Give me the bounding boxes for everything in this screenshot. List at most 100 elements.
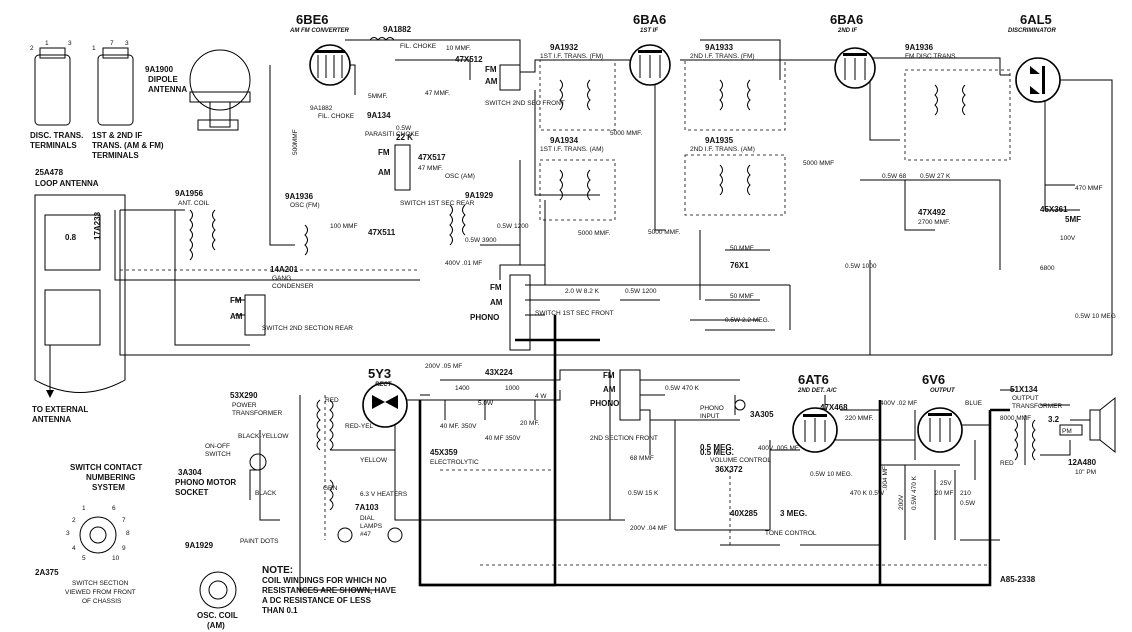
svg-text:3: 3 <box>68 40 72 47</box>
svg-text:AM: AM <box>378 168 391 177</box>
svg-text:3 MEG.: 3 MEG. <box>780 509 807 518</box>
wiring <box>114 39 1113 591</box>
t1934-name: 1ST I.F. TRANS. (AM) <box>540 146 604 153</box>
tube-6v6: 6V6 OUTPUT <box>917 372 963 453</box>
svg-text:45X361: 45X361 <box>1040 205 1068 214</box>
speaker-size: 10" PM <box>1075 469 1096 476</box>
svg-text:0.5W: 0.5W <box>960 500 976 507</box>
svg-text:0.5W 2.2 MEG.: 0.5W 2.2 MEG. <box>725 317 770 324</box>
svg-text:10 MMF.: 10 MMF. <box>446 45 471 52</box>
tube-6ba6-first-role: 1ST IF <box>640 28 658 34</box>
svg-text:AM: AM <box>603 385 616 394</box>
svg-text:17A233: 17A233 <box>93 211 102 240</box>
svg-text:0.5W 10 MEG.: 0.5W 10 MEG. <box>810 471 853 478</box>
svg-text:36X372: 36X372 <box>715 465 743 474</box>
output-name1: OUTPUT <box>1012 395 1039 402</box>
tube-6at6-type: 6AT6 <box>798 372 829 387</box>
svg-text:5MMF.: 5MMF. <box>368 93 388 100</box>
t1935-part: 9A1935 <box>705 136 734 145</box>
svg-text:9A1929: 9A1929 <box>185 541 214 550</box>
osc-fm-part: 9A1936 <box>285 192 314 201</box>
svg-text:FM: FM <box>490 283 502 292</box>
svg-text:FM: FM <box>230 296 242 305</box>
svg-text:1000: 1000 <box>505 385 520 392</box>
if-trans-line1: 1ST & 2ND IF <box>92 131 142 140</box>
svg-text:VOLUME CONTROL: VOLUME CONTROL <box>710 457 771 464</box>
speaker-part: 12A480 <box>1068 458 1097 467</box>
svg-text:0.5W 470 K: 0.5W 470 K <box>665 385 700 392</box>
svg-text:1: 1 <box>82 505 86 512</box>
ant-coil-part: 9A1956 <box>175 189 204 198</box>
svg-text:3A305: 3A305 <box>750 410 774 419</box>
svg-text:20 MF.: 20 MF. <box>520 420 540 427</box>
svg-text:5000 MMF: 5000 MMF <box>803 160 834 167</box>
t1933-name: 2ND I.F. TRANS. (FM) <box>690 53 755 60</box>
svg-text:0.5 MEG.: 0.5 MEG. <box>700 443 734 452</box>
svg-text:1400: 1400 <box>455 385 470 392</box>
svg-text:76X1: 76X1 <box>730 261 749 270</box>
svg-text:3: 3 <box>66 530 70 537</box>
sw-2nd-front: SWITCH 2ND SEC FRONT <box>485 100 565 107</box>
svg-text:200V: 200V <box>898 494 905 510</box>
svg-text:470 MMF: 470 MMF <box>1075 185 1102 192</box>
svg-text:0.5 MEG.: 0.5 MEG. <box>700 448 734 457</box>
svg-text:FM: FM <box>603 371 615 380</box>
svg-text:100V: 100V <box>1060 235 1076 242</box>
ext-ant-line1: TO EXTERNAL <box>32 405 88 414</box>
tube-6ba6-second-role: 2ND IF <box>837 28 857 34</box>
svg-text:6800: 6800 <box>1040 265 1055 272</box>
svg-text:FM: FM <box>485 65 497 74</box>
svg-text:200V .05 MF: 200V .05 MF <box>425 363 462 370</box>
svg-text:43X224: 43X224 <box>485 368 513 377</box>
speaker: PM 3.2 12A480 10" PM <box>1048 396 1116 476</box>
svg-text:0.5W 470 K: 0.5W 470 K <box>911 475 918 510</box>
tube-6al5-role: DISCRIMINATOR <box>1008 28 1056 34</box>
svg-text:PHONO: PHONO <box>700 405 724 412</box>
tube-6al5-type: 6AL5 <box>1020 12 1052 27</box>
sw-2nd-section-front: 2ND SECTION FRONT <box>590 435 658 442</box>
svg-text:2: 2 <box>30 45 34 52</box>
svg-text:YELLOW: YELLOW <box>360 457 388 464</box>
svg-text:0.5W 10 MEG: 0.5W 10 MEG <box>1075 313 1116 320</box>
svg-text:SOCKET: SOCKET <box>175 488 208 497</box>
svg-text:A DC RESISTANCE OF LESS: A DC RESISTANCE OF LESS <box>262 596 372 605</box>
svg-text:7: 7 <box>122 517 126 524</box>
svg-text:9A1882: 9A1882 <box>383 25 412 34</box>
tube-6be6-type: 6BE6 <box>296 12 329 27</box>
t1936-part: 9A1936 <box>905 43 934 52</box>
speaker-code: PM <box>1062 428 1072 435</box>
dipole-antenna: 9A1900 DIPOLE ANTENNA <box>145 49 251 131</box>
svg-text:68 MMF: 68 MMF <box>630 455 654 462</box>
svg-text:2700 MMF.: 2700 MMF. <box>918 219 950 226</box>
loop-part: 25A478 <box>35 168 64 177</box>
ant-coil-name: ANT. COIL <box>178 200 209 207</box>
switch-contact-legend: SWITCH CONTACT NUMBERING SYSTEM 1 2 3 4 … <box>35 463 279 630</box>
svg-text:OF CHASSIS: OF CHASSIS <box>82 598 122 605</box>
part-labels: 9A1882 FIL. CHOKE 9A1882 FIL. CHOKE 9A13… <box>175 25 1081 543</box>
t1933-part: 9A1933 <box>705 43 734 52</box>
svg-text:0.5W 3900: 0.5W 3900 <box>465 237 497 244</box>
svg-text:0.5W 27 K: 0.5W 27 K <box>920 173 951 180</box>
output-part: 51X134 <box>1010 385 1038 394</box>
svg-text:10: 10 <box>112 555 120 562</box>
svg-text:45X359: 45X359 <box>430 448 458 457</box>
t1936-name: FM DISC TRANS. <box>905 53 957 60</box>
svg-text:200V .04 MF: 200V .04 MF <box>630 525 667 532</box>
svg-text:40X285: 40X285 <box>730 509 758 518</box>
tube-6v6-role: OUTPUT <box>930 388 956 394</box>
svg-text:1: 1 <box>92 45 96 52</box>
svg-text:0.5W: 0.5W <box>396 125 412 132</box>
svg-text:500MMF: 500MMF <box>292 129 299 155</box>
tube-6at6: 6AT6 2ND DET. A/C <box>792 372 838 453</box>
svg-text:6: 6 <box>112 505 116 512</box>
if-trans-line2: TRANS. (AM & FM) <box>92 141 164 150</box>
svg-text:5MF: 5MF <box>1065 215 1081 224</box>
component-values: 10 MMF. 47X512 47X511 5MMF. 47 MMF. 500M… <box>238 45 1116 532</box>
svg-text:8: 8 <box>126 530 130 537</box>
svg-text:9A1882: 9A1882 <box>310 105 333 112</box>
svg-text:4 W: 4 W <box>535 393 547 400</box>
tube-5y3-type: 5Y3 <box>368 366 391 381</box>
sw-1st-rear: SWITCH 1ST SEC REAR <box>400 200 475 207</box>
